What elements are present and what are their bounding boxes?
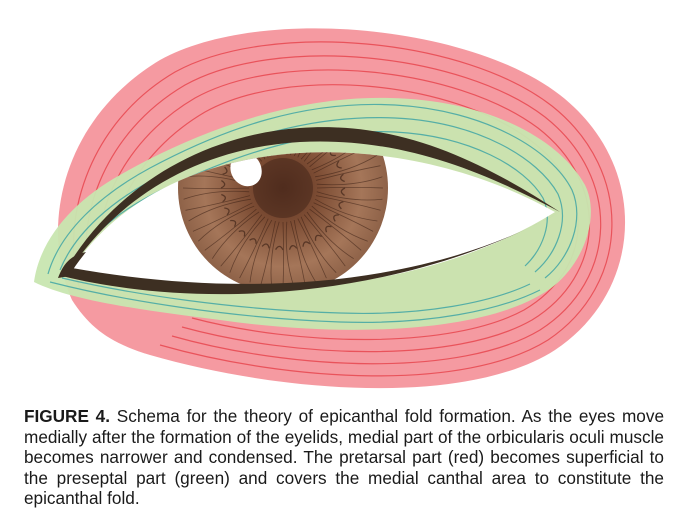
iris-crypt [221, 193, 226, 203]
iris-fiber [316, 176, 383, 186]
iris-fiber [188, 198, 251, 222]
iris-crypt [340, 187, 346, 196]
iris-fiber [309, 208, 362, 251]
iris-crypt [230, 219, 237, 227]
iris-crypt [224, 207, 230, 216]
iris-fiber [229, 216, 266, 273]
iris-fiber [306, 211, 354, 260]
iris-fiber [198, 205, 255, 242]
iris-crypt [238, 230, 246, 237]
iris-fiber [300, 152, 337, 160]
pupil [253, 158, 313, 218]
iris-fiber [185, 195, 251, 211]
iris-fiber [183, 190, 250, 200]
iris-crypt [336, 160, 342, 169]
iris-fiber [309, 152, 362, 168]
caption-text: Schema for the theory of epicanthal fold… [24, 406, 665, 508]
lower-eyelid-margin [62, 212, 560, 295]
caption-label: FIGURE 4. [24, 406, 111, 426]
iris-fiber [300, 216, 337, 273]
iris-crypt [288, 245, 298, 250]
iris-crypt [261, 243, 270, 249]
iris-crypt [220, 180, 226, 189]
iris-crypt [340, 173, 345, 183]
iris-crypt [249, 238, 257, 244]
iris-fiber [204, 208, 257, 251]
medial-canthus [58, 252, 86, 278]
upper-eyelid-margin [62, 127, 560, 277]
iris-fiber [211, 211, 260, 259]
iris-crypt [325, 225, 332, 233]
iris-fiber [303, 152, 346, 162]
eye-schema-diagram [34, 28, 626, 389]
iris-fiber [220, 214, 263, 267]
iris-crypt [222, 166, 228, 175]
iris-crypt [338, 201, 344, 210]
iris-fiber [314, 198, 378, 222]
figure-caption: FIGURE 4. Schema for the theory of epica… [24, 406, 664, 509]
iris-fiber [249, 219, 273, 283]
iris-crypt [333, 214, 339, 222]
iris-fiber [290, 220, 306, 286]
iris-fiber [293, 220, 317, 283]
iris-fiber [316, 195, 381, 211]
iris-fiber [303, 214, 346, 267]
iris-fiber [260, 221, 276, 286]
eye-schema-svg [34, 28, 626, 389]
iris-fiber [313, 152, 374, 174]
iris-fiber [316, 187, 384, 189]
iris-fiber [316, 191, 383, 201]
iris-crypt [302, 241, 311, 247]
iris-fiber [297, 218, 327, 279]
iris-fiber [313, 202, 374, 232]
iris-fiber [192, 202, 253, 232]
iris-fiber [311, 152, 368, 171]
iris-fiber [315, 154, 378, 178]
iris-fiber [282, 221, 284, 289]
iris-fiber [182, 187, 250, 189]
iris-fiber [306, 152, 355, 165]
iris-fiber [270, 221, 280, 288]
iris-crypt [329, 152, 336, 157]
iris-fiber [315, 165, 381, 181]
iris-fiber [311, 205, 368, 242]
iris-crypt [275, 245, 284, 251]
iris-fiber [239, 218, 269, 279]
iris-fiber [285, 221, 295, 288]
iris-crypt [314, 234, 322, 241]
